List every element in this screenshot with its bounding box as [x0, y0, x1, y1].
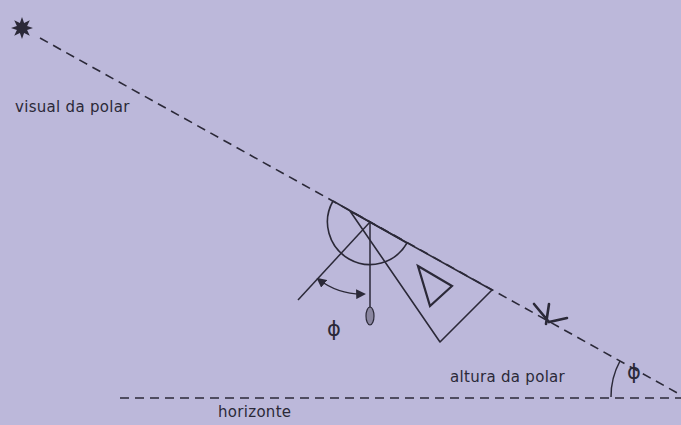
phi-angle-arc	[318, 279, 364, 294]
observer-eye	[534, 304, 567, 324]
horizon-line	[120, 397, 681, 399]
angle-symbol: ϕ	[325, 318, 343, 341]
set-square-hole	[418, 266, 452, 306]
horizon-label: horizonte	[216, 404, 293, 421]
plumb-line	[369, 222, 371, 308]
set-square	[350, 211, 492, 342]
sight-line	[40, 38, 681, 395]
polar-star	[11, 17, 33, 39]
altitude-angle-arc	[611, 361, 620, 397]
plumb-weight	[366, 307, 374, 325]
altitude-label: altura da polar	[448, 369, 567, 386]
perpendicular-line	[298, 222, 370, 300]
angle-symbol: ϕ	[625, 361, 643, 384]
sight-line-label: visual da polar	[13, 99, 132, 116]
